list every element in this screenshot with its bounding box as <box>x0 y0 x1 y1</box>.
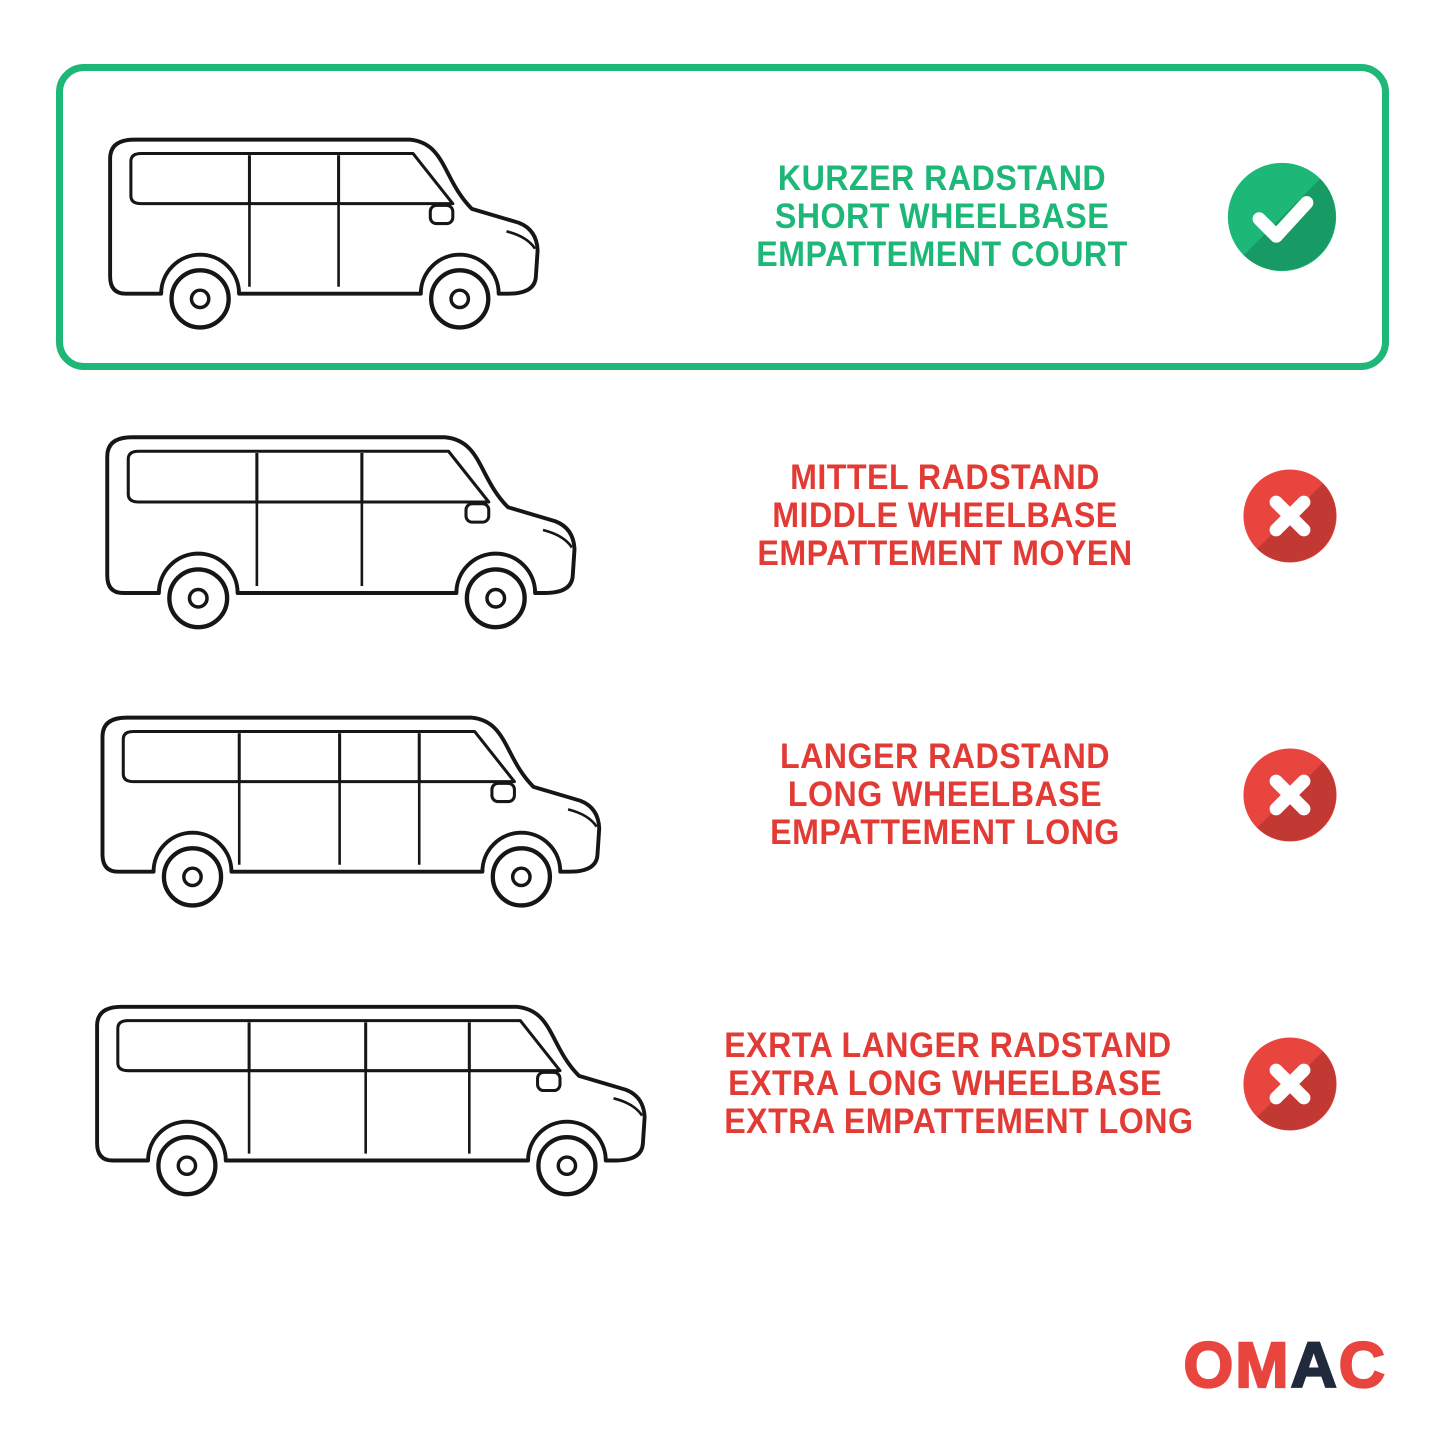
status-icon-wrap <box>1185 467 1395 565</box>
logo-letter: C <box>1338 1329 1387 1401</box>
cross-icon <box>1243 469 1337 563</box>
label-line-de: LANGER RADSTAND <box>779 737 1111 777</box>
label-line-fr: EMPATTEMENT COURT <box>756 234 1128 274</box>
option-labels-extra-long-wheelbase: EXRTA LANGER RADSTAND EXTRA LONG WHEELBA… <box>724 1026 1194 1141</box>
option-row-extra-long-wheelbase: EXRTA LANGER RADSTAND EXTRA LONG WHEELBA… <box>0 958 1445 1210</box>
option-row-short-wheelbase: KURZER RADSTAND SHORT WHEELBASE EMPATTEM… <box>56 64 1389 370</box>
option-labels-long-wheelbase: LANGER RADSTAND LONG WHEELBASE EMPATTEME… <box>724 738 1166 851</box>
status-icon-wrap <box>1185 746 1395 844</box>
van-illustration-middle-wheelbase <box>60 402 620 630</box>
label-line-fr: EXTRA EMPATTEMENT LONG <box>724 1101 1194 1141</box>
option-labels-short-wheelbase: KURZER RADSTAND SHORT WHEELBASE EMPATTEM… <box>721 160 1163 273</box>
van-illustration-extra-long-wheelbase <box>50 972 690 1197</box>
option-labels-middle-wheelbase: MITTEL RADSTAND MIDDLE WHEELBASE EMPATTE… <box>724 459 1166 572</box>
label-line-en: LONG WHEELBASE <box>787 775 1103 815</box>
logo-letter: M <box>1234 1329 1291 1401</box>
status-icon-wrap <box>1182 160 1382 274</box>
option-row-middle-wheelbase: MITTEL RADSTAND MIDDLE WHEELBASE EMPATTE… <box>0 400 1445 632</box>
label-line-en: MIDDLE WHEELBASE <box>772 496 1118 536</box>
van-illustration-short-wheelbase <box>73 105 573 330</box>
label-line-fr: EMPATTEMENT LONG <box>770 812 1120 852</box>
label-line-en: EXTRA LONG WHEELBASE <box>728 1064 1162 1104</box>
label-line-fr: EMPATTEMENT MOYEN <box>757 533 1133 573</box>
cross-icon <box>1243 1037 1337 1131</box>
van-illustration-long-wheelbase <box>60 683 640 908</box>
label-line-de: EXRTA LANGER RADSTAND <box>724 1026 1172 1066</box>
label-line-en: SHORT WHEELBASE <box>774 197 1110 237</box>
check-icon <box>1227 162 1337 272</box>
cross-icon <box>1243 748 1337 842</box>
omac-logo: OMAC <box>1182 1332 1387 1398</box>
label-line-de: MITTEL RADSTAND <box>790 458 1100 498</box>
logo-letter: O <box>1182 1329 1236 1401</box>
status-icon-wrap <box>1185 1035 1395 1133</box>
option-row-long-wheelbase: LANGER RADSTAND LONG WHEELBASE EMPATTEME… <box>0 676 1445 914</box>
label-line-de: KURZER RADSTAND <box>777 159 1107 199</box>
logo-letter: A <box>1289 1329 1339 1401</box>
